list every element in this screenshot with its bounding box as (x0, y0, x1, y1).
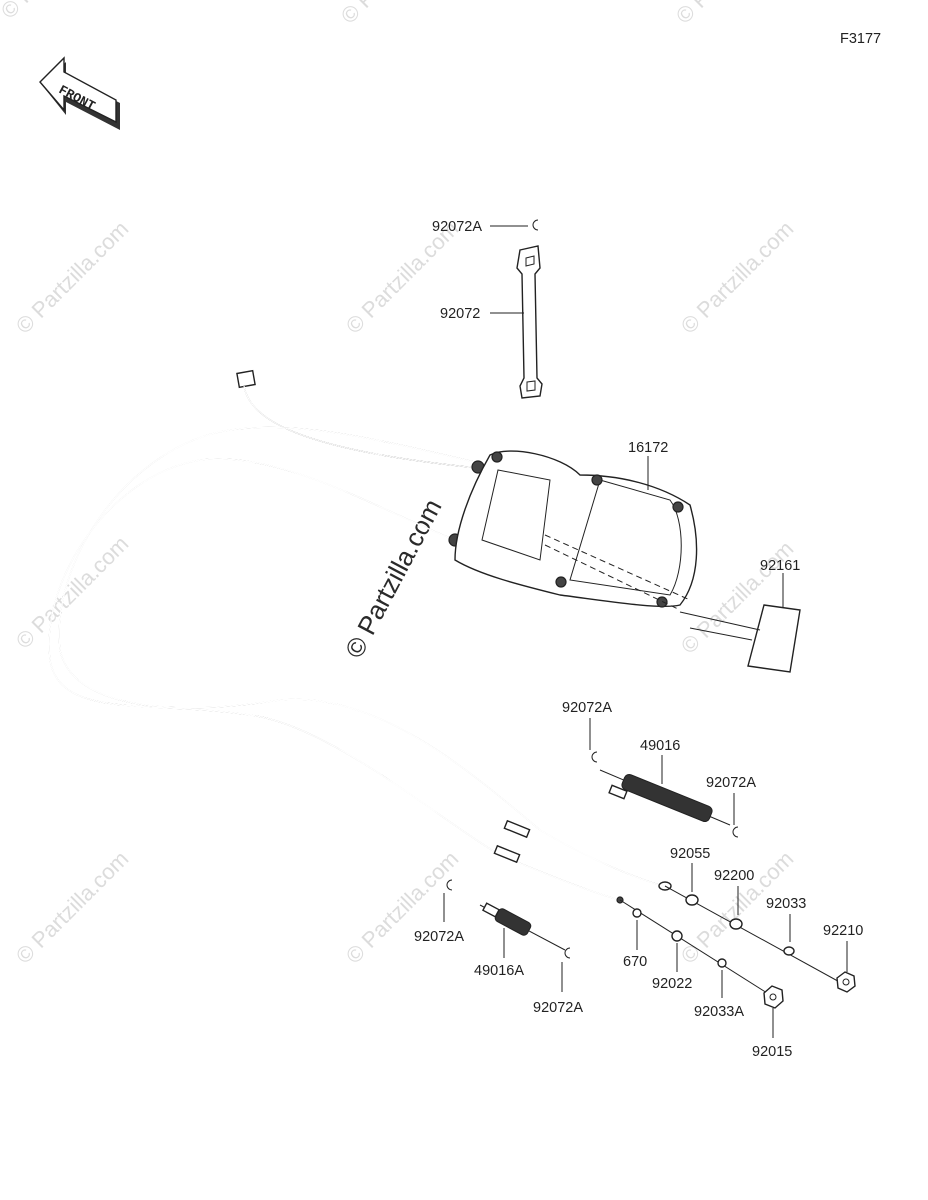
part-670 (632, 908, 642, 918)
clip-92072a (732, 826, 739, 838)
part-label-16172: 16172 (628, 440, 668, 456)
assembly-axis-line (619, 899, 776, 999)
part-label-92200: 92200 (714, 868, 754, 884)
watermark: © Partzilla.com (11, 846, 134, 969)
label-sticker-92161 (679, 604, 801, 673)
part-label-92033a: 92033A (694, 1004, 744, 1020)
clip-92072a-top (532, 219, 539, 231)
part-label-92033: 92033 (766, 896, 806, 912)
clip-92072a (446, 879, 453, 891)
watermark: © Partzilla.com (336, 0, 459, 29)
lock-washer-92033a (717, 958, 727, 968)
washer-92022 (671, 930, 683, 942)
part-label-92015: 92015 (752, 1044, 792, 1060)
watermark: © Partzilla.com (0, 0, 118, 24)
part-label-92022: 92022 (652, 976, 692, 992)
housing-16172 (454, 450, 698, 611)
nut-92210 (836, 971, 856, 993)
part-label-49016a: 49016A (474, 963, 524, 979)
part-label-92210: 92210 (823, 923, 863, 939)
part-label-49016: 49016 (640, 738, 680, 754)
watermark: © Partzilla.com (11, 531, 134, 654)
clip-92072a (591, 751, 598, 763)
part-label-670: 670 (623, 954, 647, 970)
part-label-92072a: 92072A (533, 1000, 583, 1016)
part-label-92072a: 92072A (706, 775, 756, 791)
watermark: © Partzilla.com (671, 0, 794, 29)
part-label-92055: 92055 (670, 846, 710, 862)
nut-92015 (763, 985, 784, 1009)
watermark: © Partzilla.com (676, 216, 799, 339)
strap-92072 (516, 245, 543, 399)
clip-92072a (564, 947, 571, 959)
spring-boot-49016 (599, 769, 731, 826)
watermark: © Partzilla.com (11, 216, 134, 339)
background-watermarks: © Partzilla.com © Partzilla.com © Partzi… (0, 0, 798, 969)
part-label-92072a: 92072A (414, 929, 464, 945)
part-label-92072: 92072 (440, 306, 480, 322)
front-arrow-icon: FRONT (39, 56, 120, 130)
lock-washer-92033 (783, 946, 795, 956)
spring-boot-49016a (479, 902, 566, 951)
washer-92055 (685, 894, 699, 906)
cable-assembly (48, 369, 672, 904)
part-label-92072a: 92072A (562, 700, 612, 716)
part-label-92161: 92161 (760, 558, 800, 574)
figure-code: F3177 (840, 31, 881, 47)
watermark: © Partzilla.com (341, 846, 464, 969)
part-label-92072a: 92072A (432, 219, 482, 235)
center-watermark: © Partzilla.com (339, 494, 448, 663)
washer-92200 (729, 918, 743, 930)
